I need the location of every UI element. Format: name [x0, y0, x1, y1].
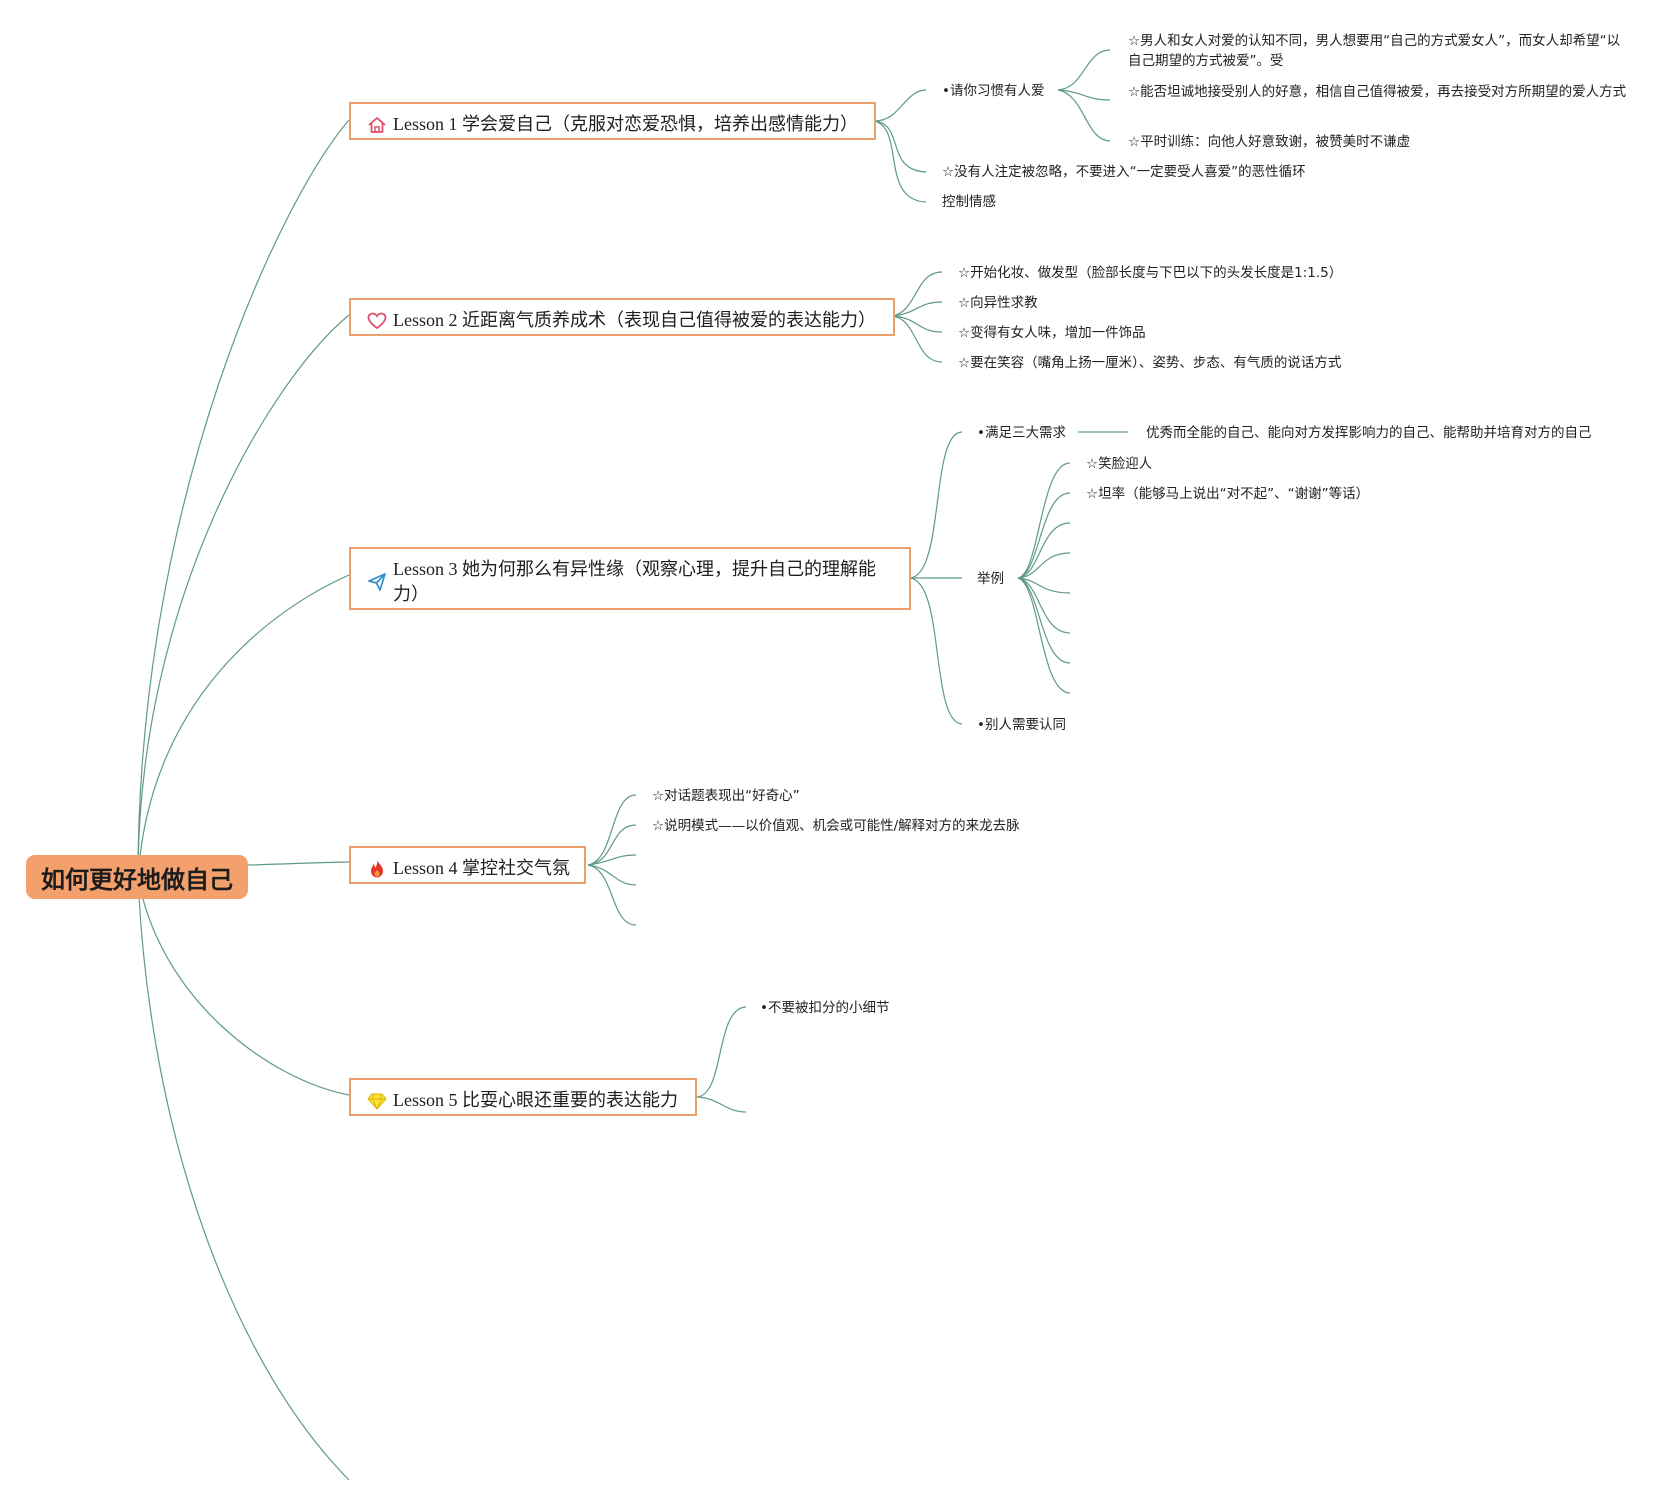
connector [1017, 577, 1071, 594]
connector [1017, 492, 1071, 579]
lesson-4-title: Lesson 4 掌控社交气氛 [393, 858, 570, 878]
connector [874, 120, 927, 173]
connector [1017, 552, 1071, 579]
lesson-2-node[interactable]: Lesson 2 近距离气质养成术（表现自己值得被爱的表达能力） [349, 298, 895, 336]
lesson-3-title: Lesson 3 她为何那么有异性缘（观察心理，提升自己的理解能力） [393, 559, 876, 604]
connector [587, 824, 637, 866]
connector [137, 119, 350, 878]
connector [1057, 49, 1111, 91]
connector [587, 864, 637, 886]
connector [892, 315, 943, 363]
connector [892, 271, 943, 317]
lesson-5-node[interactable]: Lesson 5 比耍心眼还重要的表达能力 [349, 1078, 697, 1116]
lesson-3-branch[interactable]: •别人需要认同 [977, 717, 1066, 733]
connector [1017, 577, 1071, 694]
lesson-1-branch[interactable]: •请你习惯有人爱 [942, 83, 1045, 99]
lesson-5-title: Lesson 5 比耍心眼还重要的表达能力 [393, 1090, 678, 1110]
root-node[interactable]: 如何更好地做自己 [26, 855, 248, 899]
house-icon [367, 112, 389, 137]
paper-plane-icon [367, 569, 389, 594]
lesson-3-branch[interactable]: 举例 [977, 571, 1004, 587]
lesson-2-item[interactable]: ☆要在笑容（嘴角上扬一厘米）、姿势、步态、有气质的说话方式 [958, 355, 1342, 371]
connector [696, 1096, 747, 1113]
lesson-1-subitem[interactable]: ☆平时训练：向他人好意致谢，被赞美时不谦虚 [1128, 134, 1411, 150]
lesson-1-title: Lesson 1 学会爱自己（克服对恋爱恐惧，培养出感情能力） [393, 114, 858, 134]
connector [892, 301, 943, 317]
connector [1057, 89, 1111, 142]
lesson-4-item[interactable]: ☆对话题表现出“好奇心” [652, 788, 800, 804]
connector [137, 876, 350, 1096]
connector [892, 315, 943, 333]
connector [587, 864, 637, 926]
lesson-2-item[interactable]: ☆变得有女人味，增加一件饰品 [958, 325, 1146, 341]
lesson-3-example-item[interactable]: ☆笑脸迎人 [1086, 456, 1153, 472]
connector [137, 876, 350, 1481]
lesson-1-subitem[interactable]: ☆男人和女人对爱的认知不同，男人想要用“自己的方式爱女人”，而女人却希望“以自己… [1128, 33, 1621, 69]
lesson-3-example-item[interactable]: ☆坦率（能够马上说出“对不起”、“谢谢”等话） [1086, 486, 1370, 502]
lesson-3-branch[interactable]: •满足三大需求 [977, 425, 1066, 441]
connector [874, 120, 927, 203]
connector [247, 861, 350, 866]
connector [137, 574, 350, 878]
lesson-1-branch[interactable]: 控制情感 [942, 194, 996, 210]
fire-icon [367, 856, 389, 881]
lesson-3-subitem[interactable]: 优秀而全能的自己、能向对方发挥影响力的自己、能帮助并培育对方的自己 [1146, 425, 1592, 441]
connector [1017, 462, 1071, 579]
lesson-4-node[interactable]: Lesson 4 掌控社交气氛 [349, 846, 586, 884]
connector [137, 314, 350, 878]
diamond-icon [367, 1088, 389, 1113]
connector [587, 794, 637, 866]
lesson-1-branch[interactable]: ☆没有人注定被忽略，不要进入“一定要受人喜爱”的恶性循环 [942, 164, 1306, 180]
lesson-5-item[interactable]: •不要被扣分的小细节 [760, 1000, 890, 1016]
connector [909, 577, 963, 725]
connector [1057, 89, 1111, 101]
lesson-2-title: Lesson 2 近距离气质养成术（表现自己值得被爱的表达能力） [393, 310, 876, 330]
connector [1017, 577, 1071, 634]
lesson-1-subitem[interactable]: ☆能否坦诚地接受别人的好意，相信自己值得被爱，再去接受对方所期望的爱人方式 [1128, 84, 1627, 100]
connector [874, 89, 927, 122]
connector [909, 431, 963, 579]
lesson-2-item[interactable]: ☆向异性求教 [958, 295, 1038, 311]
connector [587, 854, 637, 866]
connector [696, 1006, 747, 1098]
lesson-2-item[interactable]: ☆开始化妆、做发型（脸部长度与下巴以下的头发长度是1:1.5） [958, 265, 1343, 281]
lesson-4-item[interactable]: ☆说明模式——以价值观、机会或可能性/解释对方的来龙去脉 [652, 818, 1020, 834]
lesson-1-node[interactable]: Lesson 1 学会爱自己（克服对恋爱恐惧，培养出感情能力） [349, 102, 876, 140]
heart-icon [367, 308, 389, 333]
connector [1017, 522, 1071, 579]
lesson-3-node[interactable]: Lesson 3 她为何那么有异性缘（观察心理，提升自己的理解能力） [349, 547, 911, 610]
